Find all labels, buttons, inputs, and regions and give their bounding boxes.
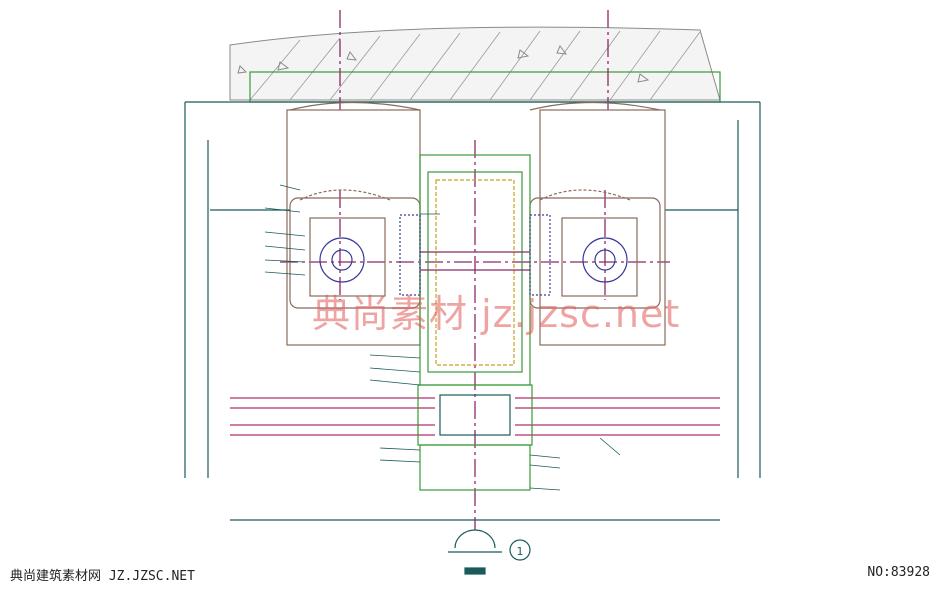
pressure-cap xyxy=(417,384,533,491)
dimension-lines xyxy=(184,101,761,521)
glass-panes xyxy=(230,397,720,436)
section-symbol xyxy=(448,529,531,575)
central-mullion xyxy=(399,154,551,386)
leader-lines xyxy=(264,184,621,491)
footer-number-text: NO:83928 xyxy=(867,565,930,580)
concrete-slab xyxy=(229,26,721,103)
section-symbol-number: 1 xyxy=(517,545,524,558)
footer-site-text: 典尚建筑素材网 JZ.JZSC.NET xyxy=(10,569,195,584)
watermark: 典尚素材 jz.jzsc.net xyxy=(312,292,681,336)
